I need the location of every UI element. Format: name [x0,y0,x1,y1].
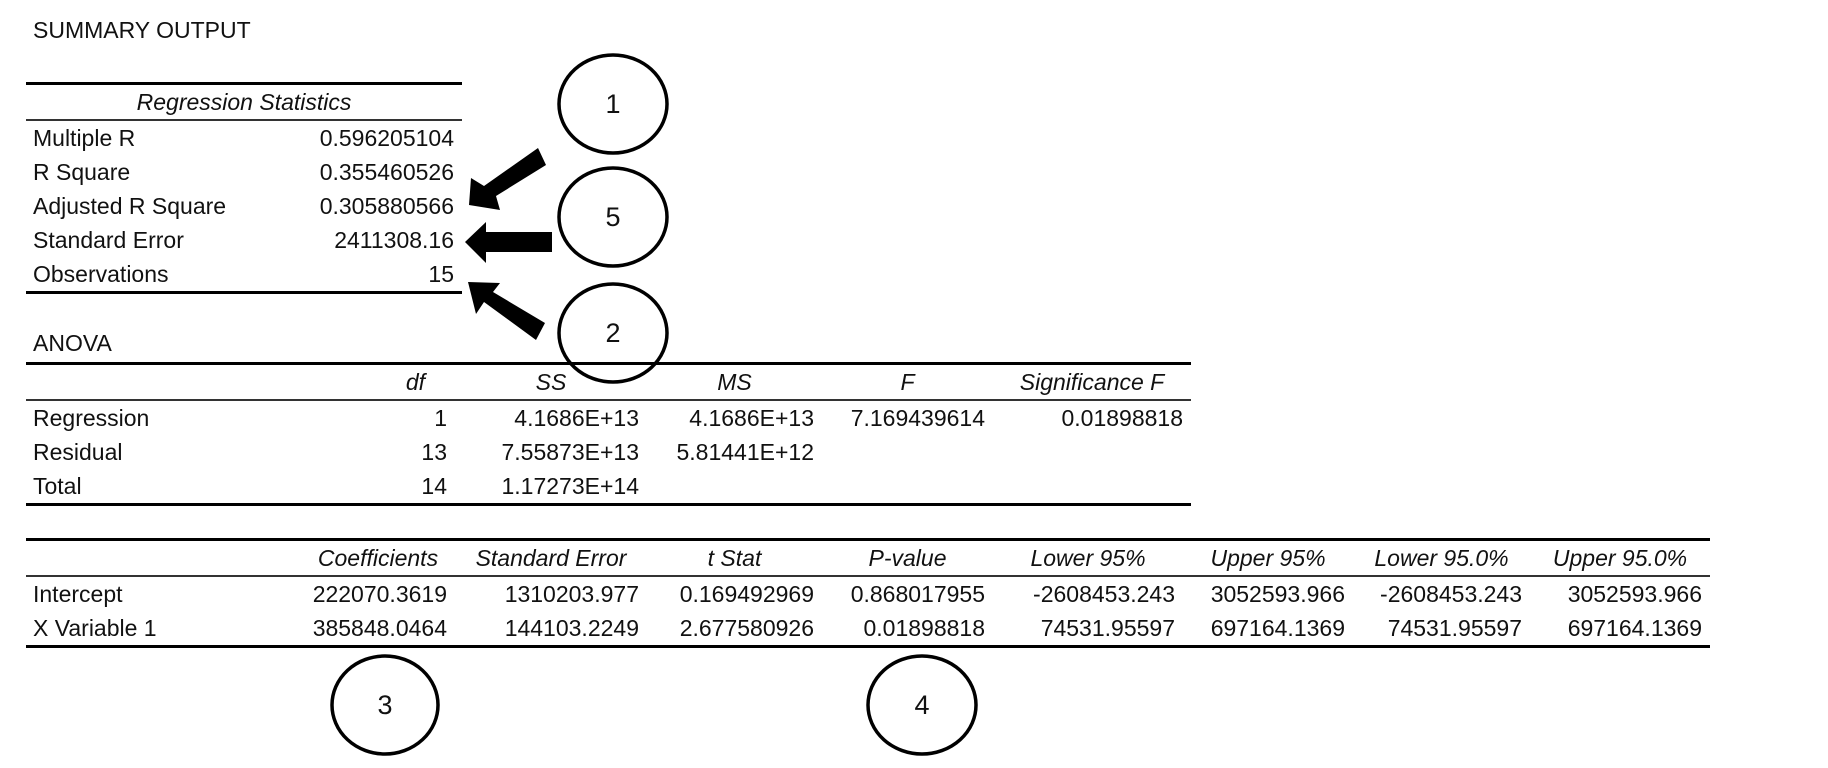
stat-label: R Square [33,159,131,185]
marker-3-label: 3 [377,690,393,720]
coef-value: 385848.0464 [301,611,455,648]
marker-2-circle-icon [557,282,669,384]
regression-statistics-header: Regression Statistics [26,82,462,121]
anova-col-header-ss: SS [455,362,647,401]
table-row: Total 14 1.17273E+14 [26,469,1191,506]
anova-ms: 4.1686E+13 [689,405,814,431]
arrow-1-icon [469,148,546,210]
coef-lower-95-0: -2608453.243 [1380,581,1522,607]
coef-upper-95-0: 697164.1369 [1530,611,1710,648]
stat-label: Standard Error [33,227,184,253]
coef-lower-95: 74531.95597 [993,611,1183,648]
anova-significance-f [993,469,1191,506]
table-row: R Square 0.355460526 [26,155,462,189]
anova-col-header-df: df [301,362,455,401]
table-row: Residual 13 7.55873E+13 5.81441E+12 [26,435,1191,469]
stat-value: 0.305880566 [319,193,454,219]
marker-5-label: 5 [605,202,621,232]
table-row: X Variable 1 385848.0464 144103.2249 2.6… [26,611,1710,648]
coef-upper-95-0: 3052593.966 [1567,581,1702,607]
anova-ms: 5.81441E+12 [676,439,815,465]
summary-output-title: SUMMARY OUTPUT [33,17,251,43]
coef-upper-95: 697164.1369 [1183,611,1353,648]
arrow-2-icon [468,282,545,340]
coef-t-stat: 0.169492969 [679,581,814,607]
marker-2-label: 2 [605,318,621,348]
coef-t-stat: 2.677580926 [647,611,822,648]
stat-label: Multiple R [33,125,136,151]
stat-label: Adjusted R Square [33,193,227,219]
anova-ss: 4.1686E+13 [514,405,639,431]
anova-df: 13 [421,439,447,465]
anova-source: Total [26,469,301,506]
coef-lower-95: -2608453.243 [1033,581,1175,607]
coef-value: 222070.3619 [312,581,447,607]
anova-table: df SS MS F Significance F Regression 1 4… [26,362,1191,506]
coef-p-value: 0.868017955 [850,581,985,607]
anova-f: 7.169439614 [850,405,985,431]
table-row: Intercept 222070.3619 1310203.977 0.1694… [26,576,1710,611]
marker-3-circle-icon [330,654,440,756]
anova-f [822,469,993,506]
table-row: Observations 15 [26,257,462,294]
coef-col-header-p-value: P-value [822,538,993,577]
anova-ss: 1.17273E+14 [455,469,647,506]
table-row: Multiple R 0.596205104 [26,120,462,155]
coefficients-table: Coefficients Standard Error t Stat P-val… [26,538,1710,648]
marker-4-circle-icon [866,654,978,756]
anova-label: ANOVA [33,330,112,356]
table-row: Regression 1 4.1686E+13 4.1686E+13 7.169… [26,400,1191,435]
stat-value: 2411308.16 [334,227,454,253]
coef-col-header [26,538,301,577]
coef-col-header-t-stat: t Stat [647,538,822,577]
coef-lower-95-0: 74531.95597 [1353,611,1530,648]
coef-col-header-standard-error: Standard Error [455,538,647,577]
anova-ms [647,469,822,506]
coef-term: Intercept [33,581,123,607]
anova-df: 1 [434,405,447,431]
anova-source: Regression [33,405,150,431]
marker-4-label: 4 [914,690,930,720]
coef-upper-95: 3052593.966 [1210,581,1345,607]
anova-col-header-f: F [822,362,993,401]
anova-source: Residual [33,439,123,465]
coef-col-header-lower-95-0: Lower 95.0% [1353,538,1530,577]
anova-col-header [26,362,301,401]
coef-col-header-coefficients: Coefficients [301,538,455,577]
coef-col-header-upper-95: Upper 95% [1183,538,1353,577]
anova-df: 14 [301,469,455,506]
anova-significance-f: 0.01898818 [1061,405,1183,431]
regression-statistics-table: Regression Statistics Multiple R 0.59620… [26,82,462,294]
coef-term: X Variable 1 [26,611,301,648]
coef-standard-error: 144103.2249 [455,611,647,648]
table-row: Standard Error 2411308.16 [26,223,462,257]
coef-col-header-lower-95: Lower 95% [993,538,1183,577]
stat-value: 15 [280,257,462,294]
arrow-5-icon [465,222,552,263]
coef-p-value: 0.01898818 [822,611,993,648]
stat-label: Observations [26,257,281,294]
anova-col-header-ms: MS [647,362,822,401]
marker-1-circle-icon [557,53,669,155]
coef-col-header-upper-95-0: Upper 95.0% [1530,538,1710,577]
anova-ss: 7.55873E+13 [501,439,640,465]
marker-5-circle-icon [557,166,669,268]
coef-standard-error: 1310203.977 [504,581,639,607]
stat-value: 0.596205104 [319,125,454,151]
anova-col-header-significance-f: Significance F [993,362,1191,401]
table-row: Adjusted R Square 0.305880566 [26,189,462,223]
stat-value: 0.355460526 [319,159,454,185]
marker-1-label: 1 [605,89,621,119]
